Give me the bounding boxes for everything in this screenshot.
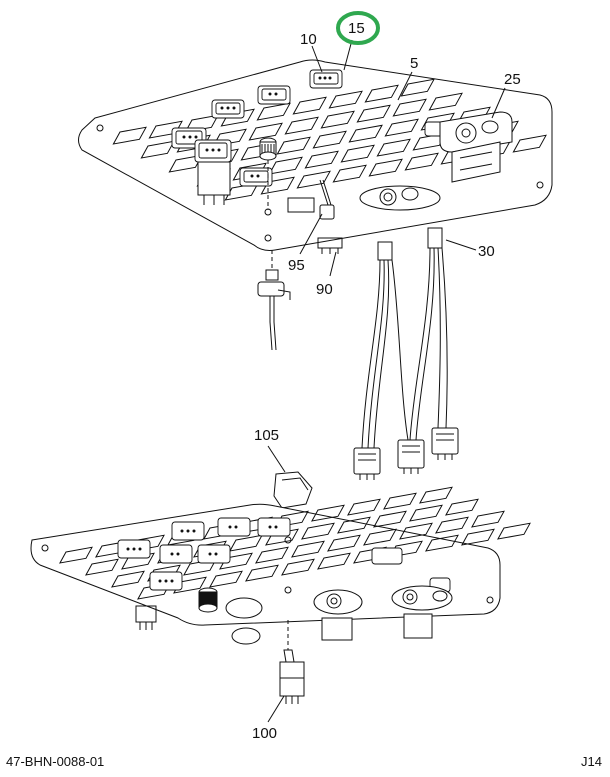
panel-opening xyxy=(59,546,93,564)
panel-opening xyxy=(209,570,243,588)
upper-rotary-knob xyxy=(259,137,277,210)
panel-opening xyxy=(340,144,375,163)
callout-100[interactable]: 100 xyxy=(252,725,277,742)
panel-opening xyxy=(168,154,203,173)
panel-opening xyxy=(419,486,453,504)
panel-opening xyxy=(281,558,315,576)
callout-30[interactable]: 30 xyxy=(478,243,495,260)
toggle-switch xyxy=(267,620,305,723)
panel-opening xyxy=(320,110,355,129)
panel-opening xyxy=(85,558,119,576)
panel-opening xyxy=(248,122,283,141)
panel-opening xyxy=(347,498,381,516)
upper-accessory-outlets xyxy=(287,185,441,213)
panel-opening xyxy=(229,534,263,552)
panel-opening xyxy=(312,130,347,149)
panel-opening xyxy=(332,164,367,183)
callout-90[interactable]: 90 xyxy=(316,281,333,298)
panel-opening xyxy=(461,528,495,546)
panel-opening xyxy=(140,140,175,159)
panel-opening xyxy=(220,108,255,127)
callout-95[interactable]: 95 xyxy=(288,257,305,274)
panel-opening xyxy=(284,116,319,135)
panel-opening xyxy=(497,522,531,540)
panel-opening xyxy=(292,96,327,115)
panel-opening xyxy=(276,136,311,155)
panel-opening xyxy=(471,510,505,528)
panel-opening xyxy=(304,150,339,169)
callout-10[interactable]: 10 xyxy=(300,31,317,48)
panel-opening xyxy=(383,492,417,510)
highlight-circle xyxy=(336,11,380,45)
panel-opening xyxy=(256,102,291,121)
panel-opening xyxy=(327,534,361,552)
panel-opening xyxy=(296,170,331,189)
dimmer-with-leads xyxy=(257,250,291,351)
sheet-id: J14 xyxy=(581,754,602,769)
callout-25[interactable]: 25 xyxy=(504,71,521,88)
panel-opening xyxy=(348,124,383,143)
panel-opening xyxy=(328,90,363,109)
panel-opening xyxy=(368,158,403,177)
panel-opening xyxy=(400,78,435,97)
lower-rocker-switches xyxy=(117,517,451,593)
callout-5[interactable]: 5 xyxy=(410,55,418,72)
upper-toggle-switch xyxy=(317,179,343,254)
panel-opening xyxy=(111,570,145,588)
panel-opening xyxy=(255,546,289,564)
panel-opening xyxy=(428,92,463,111)
panel-opening xyxy=(260,176,295,195)
panel-opening xyxy=(445,498,479,516)
panel-opening xyxy=(337,516,371,534)
panel-opening xyxy=(363,528,397,546)
panel-opening xyxy=(373,510,407,528)
panel-opening xyxy=(376,138,411,157)
panel-opening xyxy=(291,540,325,558)
panel-opening xyxy=(409,504,443,522)
panel-opening xyxy=(112,126,147,145)
document-id: 47-BHN-0088-01 xyxy=(6,754,105,769)
leader-lines-upper xyxy=(299,39,506,277)
callout-105[interactable]: 105 xyxy=(254,427,279,444)
panel-opening xyxy=(392,98,427,117)
panel-opening xyxy=(219,552,253,570)
panel-opening xyxy=(384,118,419,137)
panel-opening xyxy=(512,134,547,153)
lower-switch-panel xyxy=(30,486,531,626)
panel-opening xyxy=(301,522,335,540)
wire-harness xyxy=(353,227,459,480)
panel-opening xyxy=(356,104,391,123)
outlet-assembly xyxy=(439,111,513,183)
callout-15[interactable]: 15 xyxy=(348,20,365,37)
panel-opening xyxy=(317,552,351,570)
panel-opening xyxy=(425,534,459,552)
lower-accessory-outlets xyxy=(135,585,453,645)
panel-opening xyxy=(364,84,399,103)
panel-opening xyxy=(404,152,439,171)
panel-opening xyxy=(399,522,433,540)
lower-rotary-knob xyxy=(198,587,218,613)
panel-opening xyxy=(245,564,279,582)
panel-opening xyxy=(311,504,345,522)
panel-opening xyxy=(435,516,469,534)
